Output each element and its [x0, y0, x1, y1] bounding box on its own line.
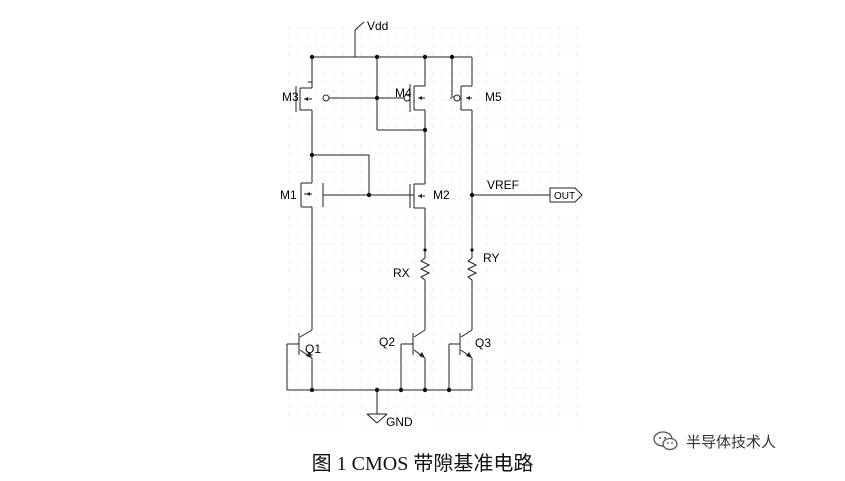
- junction-dots: [309, 54, 475, 393]
- m1-label: M1: [280, 188, 297, 202]
- supply-label: Vdd: [367, 19, 388, 33]
- watermark-text: 半导体技术人: [686, 432, 777, 451]
- bjt-emitter-arrows: [306, 352, 472, 358]
- figure-caption: 图 1 CMOS 带隙基准电路: [311, 453, 534, 475]
- output-port-label: OUT: [554, 191, 575, 202]
- wires: [286, 21, 550, 424]
- q3-label: Q3: [475, 336, 491, 350]
- rx-label: RX: [393, 266, 410, 280]
- m3-label: M3: [282, 90, 299, 104]
- m2-label: M2: [433, 188, 450, 202]
- vref-label: VREF: [487, 178, 519, 192]
- ground-label: GND: [386, 415, 413, 429]
- watermark: 半导体技术人: [652, 430, 776, 452]
- q1-label: Q1: [305, 342, 321, 356]
- schematic-grid: [285, 22, 585, 432]
- pmos-arrows: [304, 96, 470, 198]
- output-port: OUT: [549, 187, 583, 203]
- ry-label: RY: [483, 251, 499, 265]
- m4-label: M4: [395, 86, 412, 100]
- m5-label: M5: [485, 90, 502, 104]
- wechat-icon: [653, 431, 678, 451]
- gate-bubbles: [322, 94, 461, 102]
- q2-label: Q2: [379, 335, 395, 349]
